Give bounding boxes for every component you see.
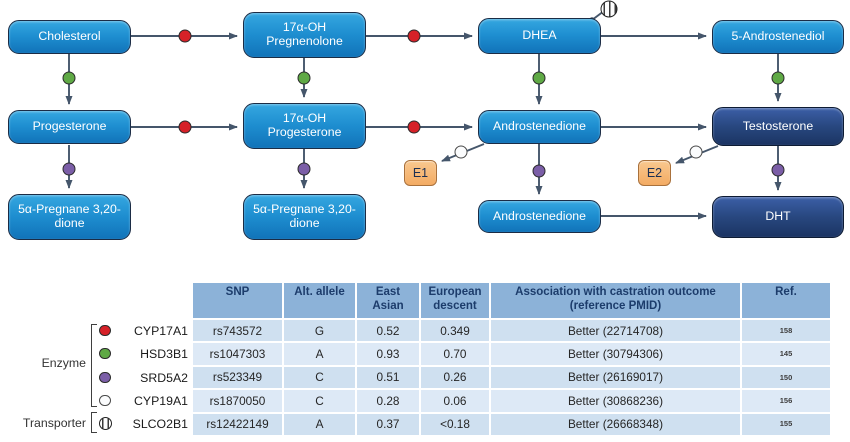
enzyme-dot-cyp17a1 xyxy=(178,29,192,43)
node-testosterone: Testosterone xyxy=(712,107,844,146)
node-cholesterol: Cholesterol xyxy=(8,20,131,54)
enzyme-dot-cyp17a1 xyxy=(178,120,192,134)
node-17a-oh-progesterone: 17α-OH Progesterone xyxy=(243,103,366,149)
cell-european-descent: <0.18 xyxy=(421,413,489,435)
cell-alt-allele: A xyxy=(284,343,355,365)
node-5a-pregnane-dione-left: 5α-Pregnane 3,20-dione xyxy=(8,194,131,240)
cell-east-asian: 0.28 xyxy=(357,390,419,412)
enzyme-tag-label: E2 xyxy=(646,166,663,180)
node-label: 5α-Pregnane 3,20-dione xyxy=(253,202,356,230)
enzyme-dot-cyp19a1 xyxy=(689,145,703,159)
gene-name: SRD5A2 xyxy=(140,370,188,385)
enzyme-dot-hsd3b1 xyxy=(297,71,311,85)
cell-snp: rs1047303 xyxy=(193,343,282,365)
column-header-east-asian: East Asian xyxy=(357,283,419,318)
node-progesterone: Progesterone xyxy=(8,110,131,144)
enzyme-group-label: Enzyme xyxy=(41,356,86,370)
cell-east-asian: 0.51 xyxy=(357,366,419,389)
legend-row-hsd3b1: HSD3B1 xyxy=(99,342,188,365)
cell-association: Better (26169017) xyxy=(491,366,740,389)
gene-name: HSD3B1 xyxy=(140,346,188,361)
enzyme-dot-srd5a2 xyxy=(297,162,311,176)
cell-european-descent: 0.349 xyxy=(421,320,489,342)
node-label: Progesterone xyxy=(32,119,107,134)
legend-row-slco2b1: SLCO2B1 xyxy=(99,412,188,435)
column-header-european-descent: European descent xyxy=(421,283,489,318)
node-label: 5-Androstenediol xyxy=(731,29,825,44)
node-label: Cholesterol xyxy=(38,29,101,44)
transporter-dot-slco2b1 xyxy=(600,0,618,18)
node-17a-oh-pregnenolone: 17α-OH Pregnenolone xyxy=(243,12,366,58)
enzyme-tag-label: E1 xyxy=(412,166,429,180)
node-label: DHT xyxy=(765,209,791,224)
cell-snp: rs1870050 xyxy=(193,390,282,412)
legend-row-cyp17a1: CYP17A1 xyxy=(99,319,188,342)
column-header-snp: SNP xyxy=(193,283,282,318)
cell-east-asian: 0.52 xyxy=(357,320,419,342)
cell-ref: 150 xyxy=(742,366,830,389)
cell-association: Better (30794306) xyxy=(491,343,740,365)
enzyme-dot-hsd3b1 xyxy=(62,71,76,85)
node-dhea: DHEA xyxy=(478,18,601,54)
cell-association: Better (22714708) xyxy=(491,320,740,342)
node-dht: DHT xyxy=(712,196,844,238)
cell-snp: rs523349 xyxy=(193,366,282,389)
node-label: Androstenedione xyxy=(493,208,586,223)
cell-alt-allele: C xyxy=(284,366,355,389)
node-androstenedione-upper: Androstenedione xyxy=(478,110,601,144)
node-label: 17α-OH Progesterone xyxy=(267,111,342,139)
enzyme-dot-hsd3b1 xyxy=(99,347,111,360)
node-label: 17α-OH Pregnenolone xyxy=(266,20,343,48)
legend-row-srd5a2: SRD5A2 xyxy=(99,366,188,389)
enzyme-dot-cyp17a1 xyxy=(99,324,111,337)
cell-european-descent: 0.70 xyxy=(421,343,489,365)
node-label: 5α-Pregnane 3,20-dione xyxy=(18,202,121,230)
enzyme-dot-srd5a2 xyxy=(771,163,785,177)
enzyme-group-bracket xyxy=(91,324,97,407)
cell-ref: 156 xyxy=(742,390,830,412)
enzyme-dot-cyp17a1 xyxy=(407,29,421,43)
cell-ref: 145 xyxy=(742,343,830,365)
gene-name: CYP17A1 xyxy=(133,323,188,338)
cell-association: Better (26668348) xyxy=(491,413,740,435)
enzyme-dot-hsd3b1 xyxy=(532,71,546,85)
node-androstenedione-lower: Androstenedione xyxy=(478,200,601,233)
node-5a-pregnane-dione-mid: 5α-Pregnane 3,20-dione xyxy=(243,194,366,240)
transporter-group-bracket xyxy=(91,412,97,433)
transporter-dot-slco2b1 xyxy=(99,417,112,430)
enzyme-dot-hsd3b1 xyxy=(771,71,785,85)
enzyme-dot-cyp19a1 xyxy=(99,394,111,407)
node-label: Androstenedione xyxy=(493,119,586,134)
node-label: DHEA xyxy=(522,28,557,43)
cell-alt-allele: A xyxy=(284,413,355,435)
cell-snp: rs12422149 xyxy=(193,413,282,435)
node-label: Testosterone xyxy=(742,118,814,133)
gene-name: CYP19A1 xyxy=(133,393,188,408)
enzyme-tag-e2: E2 xyxy=(638,160,671,186)
enzyme-dot-srd5a2 xyxy=(99,371,111,384)
cell-european-descent: 0.06 xyxy=(421,390,489,412)
cell-east-asian: 0.37 xyxy=(357,413,419,435)
enzyme-dot-cyp17a1 xyxy=(407,120,421,134)
snp-table: SNP Alt. allele East Asian European desc… xyxy=(193,283,830,435)
enzyme-dot-srd5a2 xyxy=(62,162,76,176)
cell-ref: 155 xyxy=(742,413,830,435)
cell-association: Better (30868236) xyxy=(491,390,740,412)
cell-alt-allele: G xyxy=(284,320,355,342)
enzyme-dot-srd5a2 xyxy=(532,164,546,178)
legend-row-cyp19a1: CYP19A1 xyxy=(99,389,188,412)
node-5-androstenediol: 5-Androstenediol xyxy=(712,20,844,54)
cell-snp: rs743572 xyxy=(193,320,282,342)
column-header-alt-allele: Alt. allele xyxy=(284,283,355,318)
cell-european-descent: 0.26 xyxy=(421,366,489,389)
gene-name: SLCO2B1 xyxy=(132,416,188,431)
transporter-group-label: Transporter xyxy=(22,416,86,430)
enzyme-tag-e1: E1 xyxy=(404,160,437,186)
column-header-association: Association with castration outcome (ref… xyxy=(491,283,740,318)
cell-alt-allele: C xyxy=(284,390,355,412)
cell-ref: 158 xyxy=(742,320,830,342)
enzyme-dot-cyp19a1 xyxy=(454,145,468,159)
cell-east-asian: 0.93 xyxy=(357,343,419,365)
column-header-ref: Ref. xyxy=(742,283,830,318)
